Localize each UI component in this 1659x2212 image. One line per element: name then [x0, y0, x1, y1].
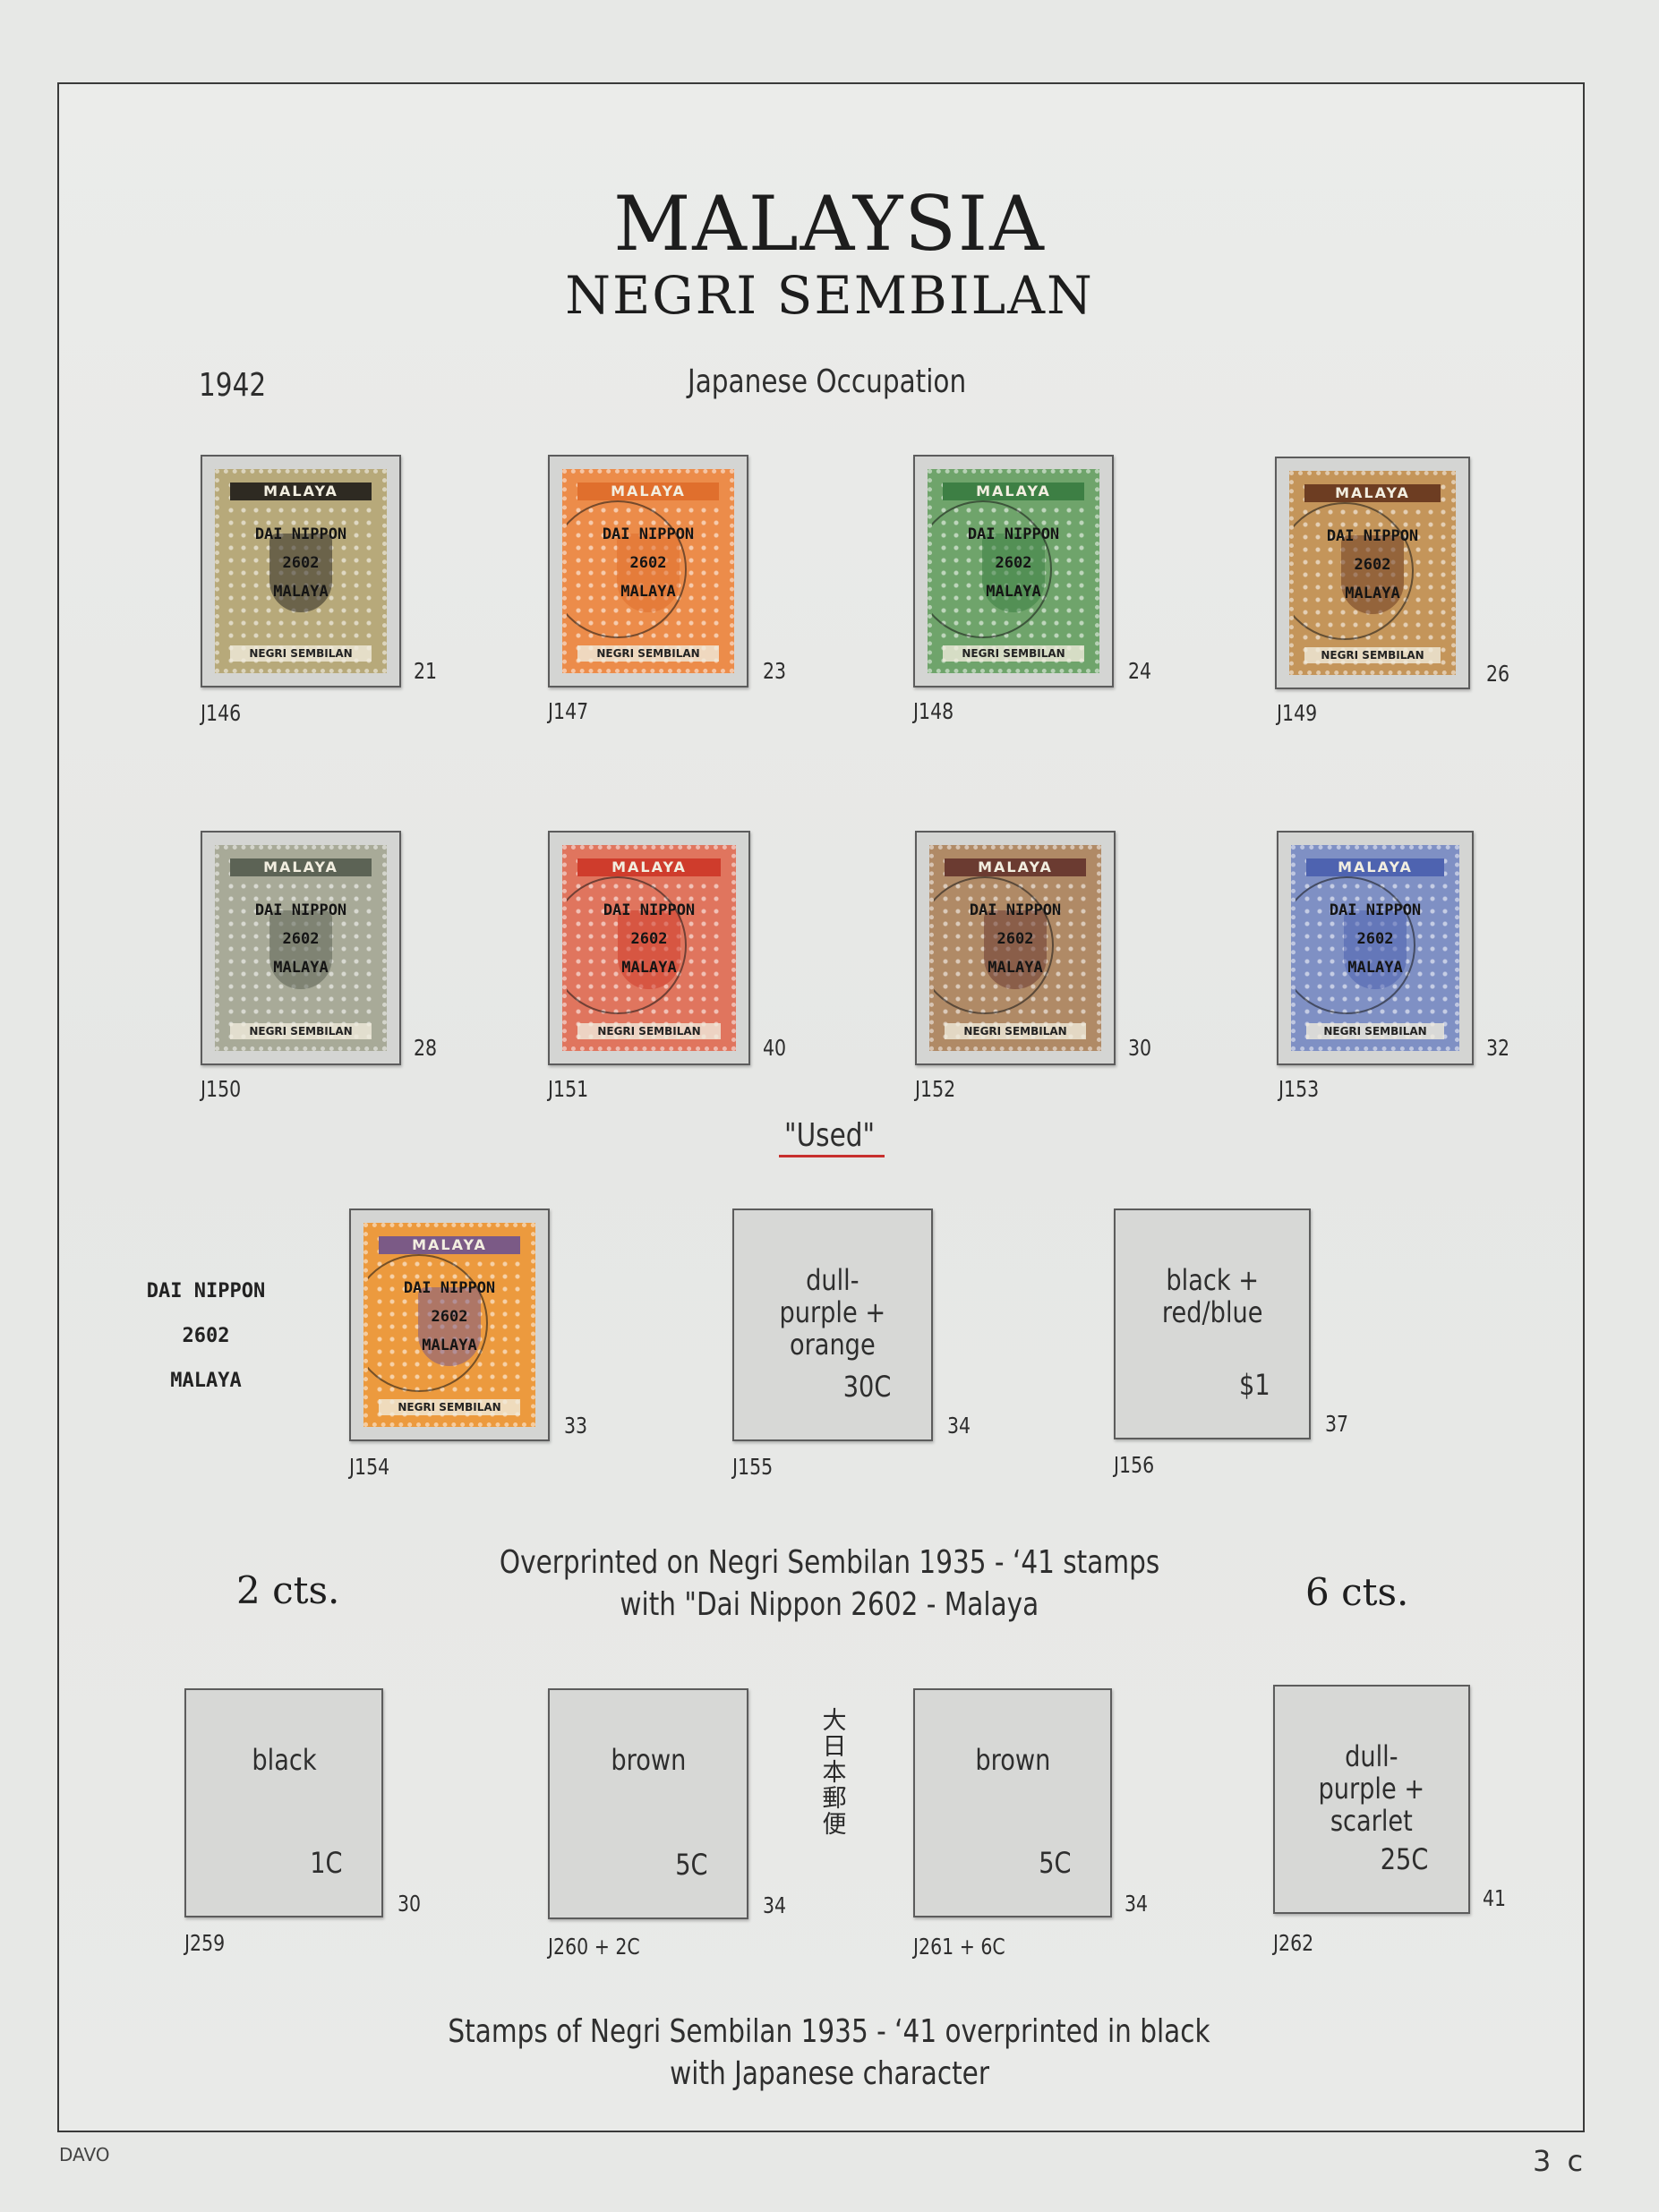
page-title: MALAYSIA — [613, 180, 1046, 268]
slot-denomination: 30C — [842, 1370, 892, 1404]
cts-left-label: 2 cts. — [236, 1568, 340, 1612]
catalog-number: J262 — [1273, 1930, 1314, 1956]
empty-slot-j259[interactable]: black 1C — [184, 1688, 383, 1917]
catalog-number: J150 — [201, 1076, 242, 1102]
stamp-number: 28 — [414, 1035, 438, 1061]
stamp-number: 32 — [1486, 1035, 1510, 1061]
catalog-number: J148 — [913, 698, 954, 724]
stamp-number: 33 — [564, 1413, 588, 1439]
catalog-number: J152 — [915, 1076, 956, 1102]
empty-slot-j260[interactable]: brown 5C — [548, 1688, 748, 1919]
stamp-number: 40 — [763, 1035, 787, 1061]
stamp-number: 34 — [947, 1413, 971, 1439]
stamp-number: 30 — [1128, 1035, 1152, 1061]
overprint-sample: DAI NIPPON 2602 MALAYA — [146, 1280, 266, 1392]
stamp-number: 34 — [1125, 1891, 1149, 1917]
japanese-character-sample: 大日本郵便 — [822, 1707, 847, 1839]
catalog-number: J151 — [548, 1076, 589, 1102]
slot-denomination: 25C — [1380, 1842, 1429, 1876]
slot-description: brown — [611, 1743, 686, 1777]
section-heading: Japanese Occupation — [688, 363, 967, 400]
postmark — [1296, 876, 1415, 1014]
postmark — [934, 876, 1054, 1014]
empty-slot-j261[interactable]: brown 5C — [913, 1688, 1112, 1917]
postmark — [567, 876, 687, 1014]
catalog-number: J146 — [201, 700, 242, 726]
slot-description: dull- purple + orange — [779, 1263, 886, 1362]
postmark — [368, 1254, 488, 1392]
catalog-number: J260 + 2C — [548, 1934, 640, 1960]
catalog-number: J147 — [548, 698, 589, 724]
slot-denomination: $1 — [1239, 1368, 1270, 1402]
postmark — [1294, 502, 1414, 640]
stamp-number: 21 — [414, 658, 438, 684]
catalog-number: J153 — [1278, 1076, 1320, 1102]
empty-slot-j156[interactable]: black + red/blue $1 — [1114, 1208, 1311, 1439]
stamp-number: 34 — [763, 1892, 787, 1918]
overprint-note: Overprinted on Negri Sembilan 1935 - ‘41… — [499, 1544, 1160, 1623]
slot-description: black + red/blue — [1161, 1263, 1263, 1329]
catalog-number: J156 — [1114, 1452, 1155, 1478]
slot-description: brown — [975, 1743, 1050, 1777]
catalog-number: J154 — [349, 1454, 390, 1480]
slot-denomination: 5C — [675, 1848, 708, 1882]
cts-right-label: 6 cts. — [1305, 1570, 1409, 1614]
stamp-number: 37 — [1325, 1411, 1349, 1437]
used-label: "Used" — [784, 1117, 876, 1154]
stamp-number: 24 — [1128, 658, 1152, 684]
used-underline — [779, 1155, 885, 1157]
publisher-label: DAVO — [59, 2144, 110, 2165]
slot-description: black — [251, 1743, 317, 1777]
catalog-number: J149 — [1277, 700, 1318, 726]
stamp-number: 26 — [1486, 661, 1510, 687]
slot-denomination: 5C — [1039, 1846, 1072, 1880]
stamp-number: 23 — [763, 658, 787, 684]
catalog-number: J259 — [184, 1930, 226, 1956]
page-number: 3 c — [1533, 2144, 1587, 2178]
kanji-overprint-note: Stamps of Negri Sembilan 1935 - ‘41 over… — [448, 2013, 1211, 2092]
postmark — [567, 500, 687, 638]
page-subtitle: NEGRI SEMBILAN — [565, 265, 1094, 326]
postmark — [932, 500, 1052, 638]
slot-denomination: 1C — [310, 1846, 343, 1880]
empty-slot-j262[interactable]: dull- purple + scarlet 25C — [1273, 1685, 1470, 1914]
empty-slot-j155[interactable]: dull- purple + orange 30C — [732, 1208, 933, 1441]
stamp-number: 41 — [1483, 1885, 1507, 1911]
slot-description: dull- purple + scarlet — [1318, 1739, 1425, 1838]
stamp-number: 30 — [398, 1891, 422, 1917]
year-label: 1942 — [199, 367, 267, 404]
catalog-number: J155 — [732, 1454, 774, 1480]
catalog-number: J261 + 6C — [913, 1934, 1005, 1960]
